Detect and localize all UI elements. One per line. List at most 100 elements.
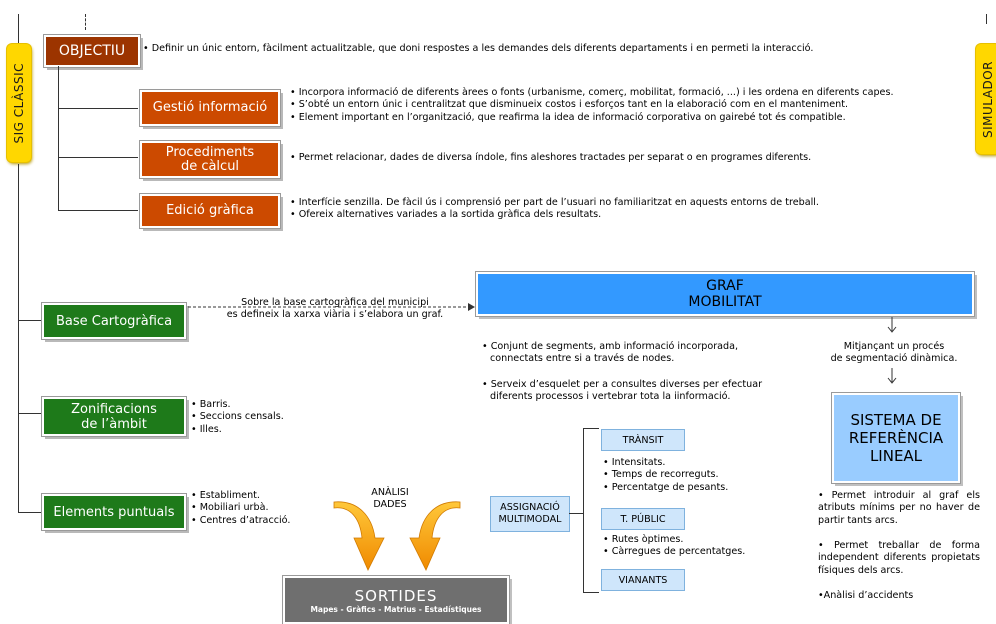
srl-line-3: LINEAL — [869, 447, 923, 465]
gestio-line: • Incorpora informació de diferents àree… — [290, 87, 894, 98]
simulador-tab: SIMULADOR — [976, 44, 996, 154]
sortides-box: SORTIDES Mapes - Gràfics - Matrius - Est… — [282, 575, 510, 624]
zonificacions-item: • Barris. — [191, 399, 231, 410]
gestio-line: • S’obté un entorn únic i centralitzat q… — [290, 99, 849, 111]
base-arrow-line: es defineix la xarxa viària i s’elabora … — [226, 309, 444, 321]
tpublic-label: T. PÚBLIC — [620, 513, 666, 525]
elements-puntuals-box: Elements puntuals — [41, 493, 187, 531]
elements-item: • Mobiliari urbà. — [191, 502, 269, 514]
tpublic-item: • Rutes òptimes. — [603, 534, 684, 545]
transit-label: TRÀNSIT — [622, 434, 664, 446]
assignacio-bracket — [583, 428, 584, 592]
assignacio-connector — [569, 513, 583, 514]
zonificacions-label-1: Zonificacions — [71, 401, 157, 417]
elements-item: • Establiment. — [191, 490, 260, 501]
srl-line-1: SISTEMA DE — [850, 411, 942, 429]
assignacio-line-1: ASSIGNACIÓ — [500, 502, 560, 513]
bracket-bottom — [583, 592, 599, 593]
edicio-line: • Interfície senzilla. De fàcil ús i com… — [290, 197, 819, 208]
objectiu-label: OBJECTIU — [58, 43, 126, 59]
branch-gestio — [58, 108, 138, 109]
srl-bullet-2: • Permet treballar de forma independent … — [818, 540, 980, 576]
gestio-label: Gestió informació — [152, 100, 268, 115]
left-spine-top — [18, 14, 19, 44]
zonificacions-list: • Barris. • Seccions censals. • Illes. — [191, 399, 284, 436]
srl-bullet-3: •Anàlisi d’accidents — [818, 590, 914, 601]
procediments-box: Procediments de càlcul — [139, 140, 281, 179]
procediments-label-1: Procediments — [165, 144, 255, 160]
tpublic-item: • Càrregues de percentatges. — [603, 546, 746, 558]
assignacio-line-2: MULTIMODAL — [498, 514, 562, 525]
analisi-line: DADES — [373, 499, 407, 511]
base-cartografica-box: Base Cartogràfica — [41, 302, 187, 340]
branch-elements — [18, 512, 42, 513]
elements-item: • Centres d’atracció. — [191, 514, 291, 526]
graf-line-1: GRAF — [706, 278, 744, 294]
edicio-text: • Interfície senzilla. De fàcil ús i com… — [290, 197, 819, 222]
zonificacions-label-2: de l’àmbit — [81, 416, 147, 432]
branch-base — [18, 320, 42, 321]
base-arrow-text: Sobre la base cartogràfica del municipi … — [200, 297, 470, 322]
sortides-subtitle: Mapes - Gràfics - Matrius - Estadístique… — [310, 604, 482, 614]
analisi-line: ANÀLISI — [371, 487, 409, 498]
edicio-box: Edició gràfica — [139, 193, 281, 229]
left-spine — [18, 164, 19, 513]
tpublic-box: T. PÚBLIC — [601, 508, 685, 530]
transit-item: • Percentatge de pesants. — [603, 481, 729, 493]
analisi-text: ANÀLISI DADES — [360, 487, 420, 512]
assignacio-box: ASSIGNACIÓ MULTIMODAL — [490, 496, 570, 532]
procediments-text: • Permet relacionar, dades de diversa ín… — [290, 152, 812, 163]
objectiu-box: OBJECTIU — [43, 34, 141, 68]
srl-box: SISTEMA DE REFERÈNCIA LINEAL — [831, 392, 961, 484]
transit-item: • Intensitats. — [603, 457, 666, 468]
transit-list: • Intensitats. • Temps de recorreguts. •… — [603, 457, 728, 494]
branch-zonificacions — [18, 413, 42, 414]
srl-bullet-1: • Permet introduir al graf els atributs … — [818, 490, 980, 526]
base-to-graf-arrow — [188, 303, 475, 311]
gestio-line: • Element important en l’organització, q… — [290, 111, 846, 123]
objectiu-text: • Definir un únic entorn, fàcilment actu… — [143, 43, 814, 54]
graf-desc-2: • Serveix d’esquelet per a consultes div… — [482, 379, 762, 404]
vianants-label: VIANANTS — [618, 574, 668, 586]
objectiu-tree-trunk — [58, 66, 59, 210]
srl-line-2: REFERÈNCIA — [848, 429, 944, 447]
analisi-arrows — [333, 501, 461, 571]
zonificacions-item: • Seccions censals. — [191, 411, 284, 423]
graf-desc-line: • Conjunt de segments, amb informació in… — [482, 341, 739, 352]
graf-line-2: MOBILITAT — [688, 294, 762, 310]
segmentacio-line: Mitjançant un procés — [843, 341, 945, 352]
zonificacions-item: • Illes. — [191, 423, 222, 435]
transit-item: • Temps de recorreguts. — [603, 469, 719, 481]
branch-edicio — [58, 210, 138, 211]
edicio-label: Edició gràfica — [166, 203, 254, 218]
gestio-box: Gestió informació — [139, 89, 281, 127]
down-arrow-1 — [887, 317, 897, 333]
edicio-line: • Ofereix alternatives variades a la sor… — [290, 209, 602, 221]
top-dashed-line — [85, 14, 86, 30]
transit-box: TRÀNSIT — [601, 429, 685, 451]
simulador-label: SIMULADOR — [981, 60, 995, 138]
graf-desc-1: • Conjunt de segments, amb informació in… — [482, 341, 738, 366]
right-spine-top — [986, 14, 987, 24]
gestio-text: • Incorpora informació de diferents àree… — [290, 87, 894, 124]
sortides-title: SORTIDES — [354, 586, 438, 605]
procediments-label-2: de càlcul — [180, 158, 240, 174]
branch-procediments — [58, 157, 138, 158]
sig-classic-label: SIG CLÀSSIC — [12, 62, 26, 144]
graf-desc-line: • Serveix d’esquelet per a consultes div… — [482, 379, 763, 390]
segmentacio-line: de segmentació dinàmica. — [830, 353, 958, 365]
zonificacions-box: Zonificacions de l’àmbit — [41, 396, 187, 437]
graf-mobilitat-box: GRAF MOBILITAT — [475, 271, 975, 317]
graf-desc-line: connectats entre si a través de nodes. — [490, 353, 675, 365]
right-curved-arrow-icon — [409, 501, 461, 571]
tpublic-list: • Rutes òptimes. • Càrregues de percenta… — [603, 534, 745, 559]
segmentacio-text: Mitjançant un procés de segmentació dinà… — [820, 341, 968, 366]
vianants-box: VIANANTS — [601, 569, 685, 591]
graf-desc-line: diferents processos i vertebrar tota la … — [490, 391, 731, 403]
down-arrow-2 — [887, 368, 897, 384]
left-curved-arrow-icon — [333, 501, 385, 571]
base-cartografica-label: Base Cartogràfica — [55, 313, 173, 329]
elements-list: • Establiment. • Mobiliari urbà. • Centr… — [191, 490, 290, 527]
sig-classic-tab: SIG CLÀSSIC — [7, 44, 31, 162]
bracket-top — [583, 428, 599, 429]
